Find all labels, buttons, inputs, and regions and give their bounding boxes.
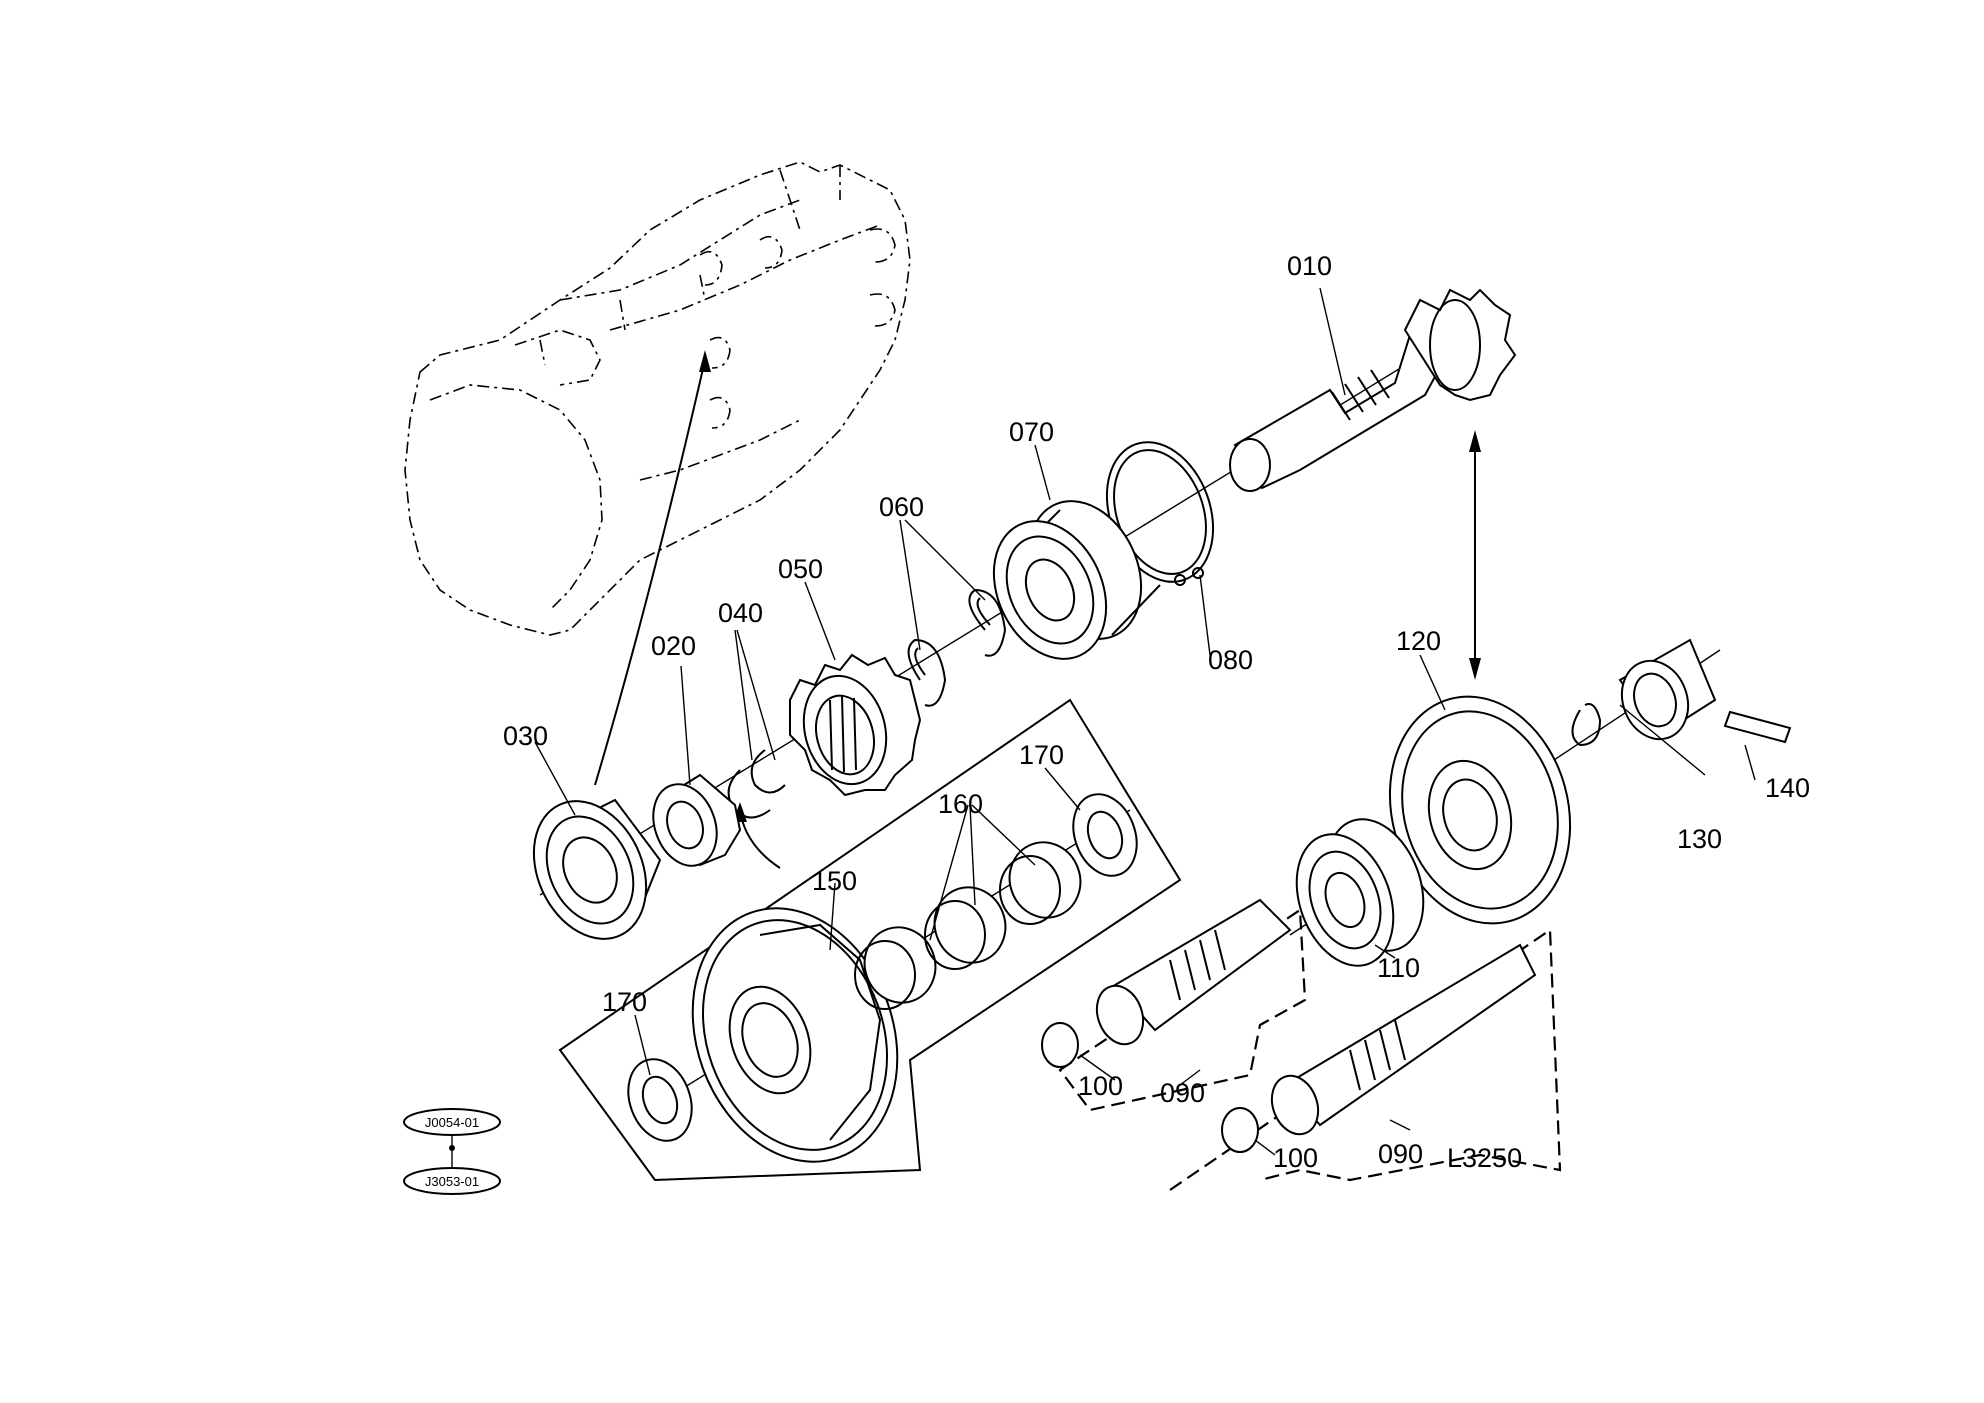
reference-link-dot [449, 1145, 455, 1151]
input-shaft-gear [1229, 288, 1517, 492]
thrust-washer-170-lower [627, 1058, 693, 1142]
label-070: 070 [1009, 417, 1054, 447]
label-090-lower: 090 [1378, 1139, 1423, 1169]
needle-bearings-160 [854, 841, 1082, 1010]
bushing-100-lower [1221, 1107, 1259, 1153]
label-120: 120 [1396, 626, 1441, 656]
snap-ring-130 [1571, 703, 1602, 747]
thrust-washer-170-upper [1072, 793, 1138, 877]
arrowhead-030 [699, 350, 711, 372]
label-010: 010 [1287, 251, 1332, 281]
gear-150-group-outline [558, 698, 1182, 1182]
ball-bearing-030 [532, 798, 662, 940]
arrowhead-up [1469, 430, 1481, 452]
snap-rings-060 [907, 588, 1007, 707]
label-040: 040 [718, 598, 763, 628]
leader-lines [534, 287, 1756, 1156]
label-100-upper: 100 [1078, 1071, 1123, 1101]
ball-bearing-110 [1295, 818, 1425, 967]
snap-ring-040 [727, 749, 786, 819]
bushing [1618, 638, 1717, 741]
ball-bearing-070 [992, 500, 1161, 660]
shaft-090-lower-outline [1169, 927, 1562, 1191]
model-label: L3250 [1447, 1143, 1522, 1173]
label-090-upper: 090 [1160, 1078, 1205, 1108]
splined-shaft-090-upper [1095, 898, 1292, 1046]
shaft-090-upper-outline [1058, 908, 1307, 1112]
reference-lower-text: J3053-01 [425, 1174, 479, 1189]
bushing-100-upper [1041, 1022, 1079, 1068]
reference-lower: J3053-01 [403, 1167, 501, 1195]
splined-shaft-090-lower [1270, 943, 1537, 1136]
arrowhead-down [1469, 658, 1481, 680]
pin-140 [1723, 710, 1792, 744]
gear-120 [1388, 695, 1572, 925]
label-060: 060 [879, 492, 924, 522]
label-160: 160 [938, 789, 983, 819]
label-130: 130 [1677, 824, 1722, 854]
label-050: 050 [778, 554, 823, 584]
transmission-case [404, 161, 911, 636]
cluster-gear-150 [691, 907, 899, 1163]
label-170-lower: 170 [602, 987, 647, 1017]
install-arrow-030 [594, 359, 706, 786]
collar-020 [652, 773, 742, 867]
reference-upper: J0054-01 [403, 1108, 501, 1136]
label-170-upper: 170 [1019, 740, 1064, 770]
gear-050 [789, 653, 922, 797]
reference-upper-text: J0054-01 [425, 1115, 479, 1130]
label-020: 020 [651, 631, 696, 661]
install-arrow-150 [739, 809, 781, 869]
label-110: 110 [1377, 953, 1420, 983]
label-080: 080 [1208, 645, 1253, 675]
label-100-lower: 100 [1273, 1143, 1318, 1173]
label-030: 030 [503, 721, 548, 751]
label-150: 150 [812, 866, 857, 896]
label-140: 140 [1765, 773, 1810, 803]
